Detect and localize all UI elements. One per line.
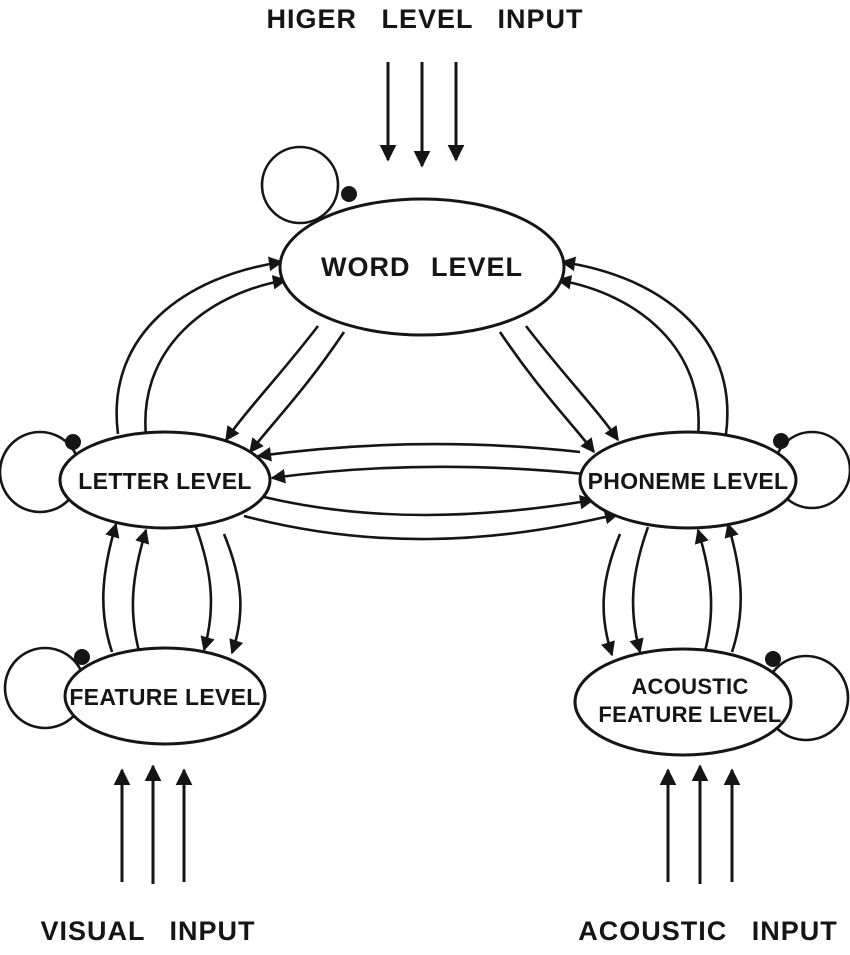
word-self-loop bbox=[260, 145, 340, 225]
word-level-node bbox=[278, 197, 566, 337]
acoustic-feature-level-node bbox=[573, 647, 793, 757]
acoustic-feature-level-label-line1: ACOUSTIC bbox=[631, 674, 748, 699]
phoneme-to-letter-arrow-2 bbox=[270, 465, 585, 484]
letter-loop-inhibitory-dot bbox=[65, 434, 81, 450]
letter-to-phoneme-arrow-2 bbox=[243, 510, 620, 541]
phoneme-to-letter-arrow-1 bbox=[256, 442, 581, 462]
letter-to-word-arrow-2 bbox=[144, 275, 288, 437]
word-level-label: WORD LEVEL bbox=[321, 252, 523, 282]
phoneme-level-node bbox=[578, 430, 798, 530]
acoustic-loop-inhibitory-dot bbox=[765, 651, 781, 667]
feature-level-node bbox=[63, 646, 267, 746]
letter-to-feature-arrow-1 bbox=[194, 526, 215, 652]
letter-to-feature-arrow-2 bbox=[222, 533, 244, 655]
phoneme-level-label: PHONEME LEVEL bbox=[588, 468, 789, 494]
letter-to-phoneme-arrow-1 bbox=[263, 494, 595, 517]
word-to-letter-arrow-2 bbox=[248, 331, 346, 454]
acoustic-input-label: ACOUSTIC INPUT bbox=[578, 916, 838, 946]
visual-input-label: VISUAL INPUT bbox=[40, 916, 255, 946]
acoustic-to-phoneme-arrow-2 bbox=[694, 528, 713, 656]
word-loop-inhibitory-dot bbox=[341, 186, 357, 202]
acoustic-feature-level-label-line2: FEATURE LEVEL bbox=[598, 702, 781, 727]
phoneme-to-acoustic-arrow-1 bbox=[629, 526, 650, 654]
acoustic-to-phoneme-arrow-1 bbox=[724, 522, 743, 653]
feature-level-label: FEATURE LEVEL bbox=[69, 684, 260, 710]
word-to-phoneme-arrow-2 bbox=[498, 331, 596, 454]
word-to-letter-arrow-1 bbox=[224, 325, 320, 442]
phoneme-to-word-arrow-1 bbox=[560, 256, 729, 435]
feature-to-letter-arrow-1 bbox=[101, 522, 120, 653]
phoneme-to-acoustic-arrow-2 bbox=[601, 533, 622, 657]
phoneme-loop-inhibitory-dot bbox=[773, 433, 789, 449]
feature-loop-inhibitory-dot bbox=[74, 649, 90, 665]
word-to-phoneme-arrow-1 bbox=[524, 325, 620, 442]
feature-to-letter-arrow-2 bbox=[131, 528, 150, 656]
higher-level-input-label: HIGER LEVEL INPUT bbox=[266, 4, 583, 34]
phoneme-to-word-arrow-2 bbox=[556, 275, 700, 437]
letter-to-word-arrow-1 bbox=[115, 256, 284, 435]
letter-level-node bbox=[58, 430, 272, 530]
letter-level-label: LETTER LEVEL bbox=[78, 468, 252, 494]
